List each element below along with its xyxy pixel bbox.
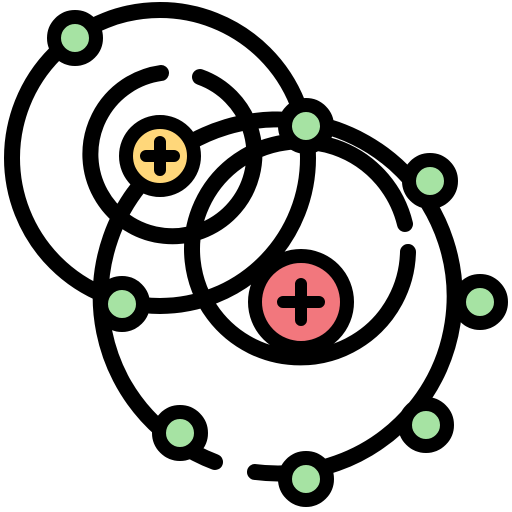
electron-dot <box>94 276 150 332</box>
small-atom-outer-orbit <box>4 2 316 314</box>
electron-dot <box>398 397 454 453</box>
electron-dot <box>452 274 508 330</box>
large-nucleus <box>248 249 354 355</box>
electrons <box>47 10 508 507</box>
plus-icon <box>277 278 325 326</box>
plus-icon <box>140 136 180 176</box>
electron-dot <box>152 405 208 461</box>
electron-dot <box>278 98 334 154</box>
electron-dot <box>47 10 103 66</box>
large-atom-inner-orbit <box>184 133 416 366</box>
electron-dot <box>402 153 458 209</box>
electron-dot <box>278 451 334 507</box>
small-nucleus <box>119 115 201 197</box>
